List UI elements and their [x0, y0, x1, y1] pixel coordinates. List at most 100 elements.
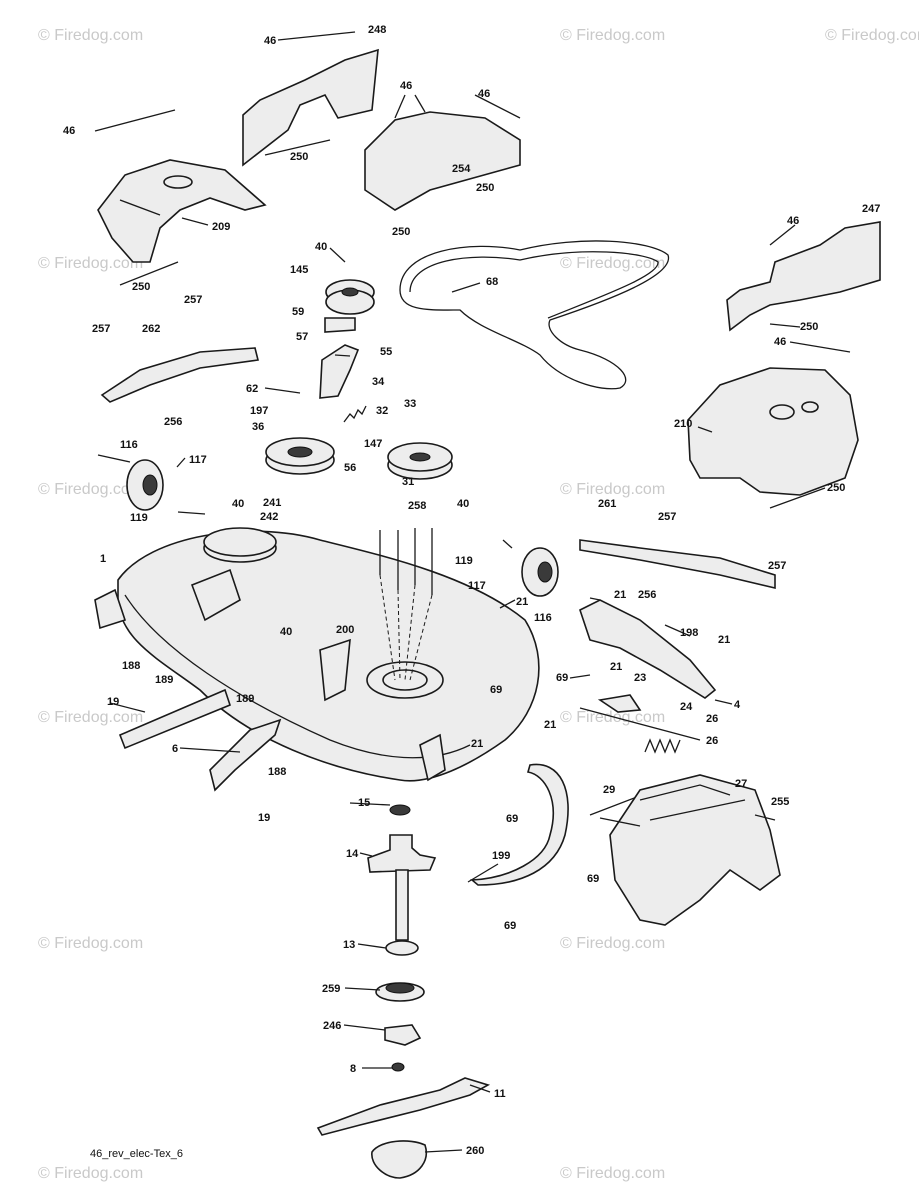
callout-59: 59: [292, 306, 304, 318]
deflector-shield-248: [242, 48, 379, 167]
callout-40: 40: [280, 626, 292, 638]
watermark: © Firedog.com: [560, 27, 665, 44]
callout-21: 21: [718, 634, 730, 646]
callout-56: 56: [344, 462, 356, 474]
callout-200: 200: [336, 624, 354, 636]
callout-117: 117: [468, 580, 486, 592]
callout-209: 209: [212, 221, 230, 233]
callout-256: 256: [638, 589, 656, 601]
callout-8: 8: [350, 1063, 356, 1075]
callout-198: 198: [680, 627, 698, 639]
callout-197: 197: [250, 405, 268, 417]
callout-31: 31: [402, 476, 414, 488]
callout-24: 24: [680, 701, 693, 713]
spindle-assembly: [316, 804, 491, 1179]
callout-46: 46: [400, 80, 412, 92]
callout-116: 116: [120, 439, 138, 451]
watermark: © Firedog.com: [825, 27, 919, 44]
callout-259: 259: [322, 983, 340, 995]
callout-40: 40: [232, 498, 244, 510]
watermark: © Firedog.com: [38, 481, 143, 498]
callout-19: 19: [258, 812, 270, 824]
callout-21: 21: [516, 596, 528, 608]
callout-68: 68: [486, 276, 498, 288]
callout-36: 36: [252, 421, 264, 433]
callout-262: 262: [142, 323, 160, 335]
discharge-chute-27: [609, 774, 781, 926]
callout-145: 145: [290, 264, 308, 276]
watermark: © Firedog.com: [560, 709, 665, 726]
callout-250: 250: [800, 321, 818, 333]
callout-255: 255: [771, 796, 789, 808]
callout-188: 188: [268, 766, 286, 778]
callout-210: 210: [674, 418, 692, 430]
callout-4: 4: [734, 699, 741, 711]
callout-26: 26: [706, 735, 718, 747]
callout-69: 69: [587, 873, 599, 885]
callout-33: 33: [404, 398, 416, 410]
callout-117: 117: [189, 454, 207, 466]
gauge-wheel-right: [521, 547, 559, 597]
leader-lines: [94, 31, 851, 1153]
watermark: © Firedog.com: [560, 255, 665, 272]
callout-257: 257: [92, 323, 110, 335]
idler-arm-55: [319, 317, 360, 399]
part-callouts: 46 248 46 46 46 250 254 250 250 209 250 …: [63, 24, 880, 1157]
callout-6: 6: [172, 743, 178, 755]
watermarks: © Firedog.com © Firedog.com © Firedog.co…: [38, 27, 919, 1182]
callout-69: 69: [556, 672, 568, 684]
pulley-32: [387, 442, 453, 480]
watermark: © Firedog.com: [560, 481, 665, 498]
callout-69: 69: [504, 920, 516, 932]
callout-23: 23: [634, 672, 646, 684]
callout-199: 199: [492, 850, 510, 862]
bracket-262: [100, 347, 259, 403]
callout-40: 40: [315, 241, 327, 253]
callout-21: 21: [544, 719, 556, 731]
diagram-code: 46_rev_elec-Tex_6: [90, 1148, 183, 1160]
callout-26: 26: [706, 713, 718, 725]
callout-257: 257: [768, 560, 786, 572]
gauge-wheel-left: [97, 454, 164, 511]
callout-46: 46: [774, 336, 786, 348]
callout-15: 15: [358, 797, 370, 809]
callout-188: 188: [122, 660, 140, 672]
callout-116: 116: [534, 612, 552, 624]
pulley-36: [265, 437, 335, 475]
callout-260: 260: [466, 1145, 484, 1157]
bracket-261: [579, 539, 776, 590]
callout-57: 57: [296, 331, 308, 343]
drive-belt-68: [399, 240, 670, 390]
callout-1: 1: [100, 553, 106, 565]
callout-62: 62: [246, 383, 258, 395]
callout-189: 189: [155, 674, 173, 686]
spring-24: [644, 738, 681, 754]
callout-13: 13: [343, 939, 355, 951]
callout-46: 46: [63, 125, 75, 137]
callout-242: 242: [260, 511, 278, 523]
callout-257: 257: [184, 294, 202, 306]
idler-pulley-145: [325, 279, 375, 315]
deck-bolts: [379, 528, 433, 681]
watermark: © Firedog.com: [38, 1165, 143, 1182]
bracket-23: [597, 694, 642, 713]
watermark: © Firedog.com: [38, 27, 143, 44]
guard-199: [469, 763, 569, 886]
callout-189: 189: [236, 693, 254, 705]
callout-40: 40: [457, 498, 469, 510]
callout-250: 250: [392, 226, 410, 238]
callout-21: 21: [614, 589, 626, 601]
watermark: © Firedog.com: [560, 935, 665, 952]
callout-11: 11: [494, 1088, 506, 1100]
callout-46: 46: [264, 35, 276, 47]
callout-34: 34: [372, 376, 385, 388]
callout-250: 250: [132, 281, 150, 293]
callout-257: 257: [658, 511, 676, 523]
callout-147: 147: [364, 438, 382, 450]
callout-256: 256: [164, 416, 182, 428]
callout-32: 32: [376, 405, 388, 417]
watermark: © Firedog.com: [38, 935, 143, 952]
belt-shield-left: [97, 159, 267, 263]
